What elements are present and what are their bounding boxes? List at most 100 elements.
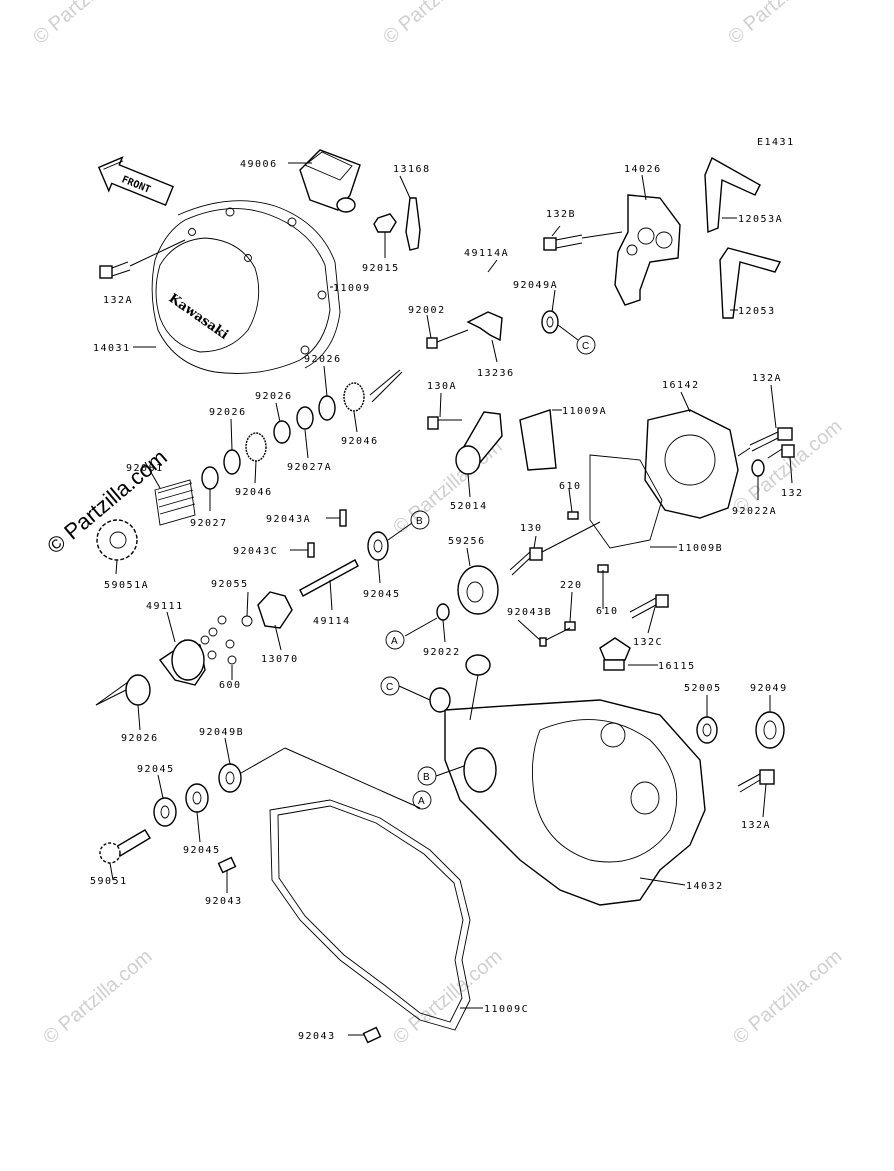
- label-132a: 132A: [103, 295, 133, 306]
- front-arrow: FRONT: [97, 156, 174, 207]
- label-14026: 14026: [624, 164, 662, 175]
- label-92049: 92049: [750, 683, 788, 694]
- label-11009b: 11009B: [678, 543, 723, 554]
- watermark: © Partzilla.com: [379, 0, 496, 49]
- callout-c: C: [582, 341, 589, 352]
- gasket-11009c: [269, 799, 471, 1044]
- clutch-parts: [96, 369, 403, 561]
- washer-92022: A: [385, 603, 450, 650]
- label-92022a: 92022A: [732, 506, 777, 517]
- label-16142: 16142: [662, 380, 700, 391]
- label-92027: 92027: [190, 518, 228, 529]
- label-11009c: 11009C: [484, 1004, 529, 1015]
- label-132b: 132B: [546, 209, 576, 220]
- label-52005: 52005: [684, 683, 722, 694]
- label-11009: 11009: [333, 283, 371, 294]
- label-92026: 92026: [255, 391, 293, 402]
- label-52014: 52014: [450, 501, 488, 512]
- label-92026: 92026: [304, 354, 342, 365]
- label-132a: 132A: [752, 373, 782, 384]
- label-92043b: 92043B: [507, 607, 552, 618]
- label-610: 610: [596, 606, 619, 617]
- cover-brand: Kawasaki: [166, 291, 231, 343]
- label-12053: 12053: [738, 306, 776, 317]
- label-220: 220: [560, 580, 583, 591]
- label-59051: 59051: [90, 876, 128, 887]
- label-11009a: 11009A: [562, 406, 607, 417]
- label-49006: 49006: [240, 159, 278, 170]
- bolt-132a-left: [99, 239, 186, 279]
- clutch-cover: Kawasaki: [151, 200, 341, 374]
- callout-a: A: [418, 796, 425, 807]
- label-92015: 92015: [362, 263, 400, 274]
- label-59051a: 59051A: [104, 580, 149, 591]
- callout-a: A: [391, 636, 398, 647]
- callout-b: B: [423, 772, 430, 783]
- label-92043a: 92043A: [266, 514, 311, 525]
- label-600: 600: [219, 680, 242, 691]
- lower-left-parts: [99, 747, 421, 874]
- breather-cap: [299, 149, 361, 213]
- label-92045: 92045: [363, 589, 401, 600]
- label-92049b: 92049B: [199, 727, 244, 738]
- label-92045: 92045: [137, 764, 175, 775]
- label-16115: 16115: [658, 661, 696, 672]
- label-130: 130: [520, 523, 543, 534]
- label-49114a: 49114A: [464, 248, 509, 259]
- label-132a: 132A: [741, 820, 771, 831]
- ref-code: E1431: [757, 137, 795, 148]
- watermark: © Partzilla.com: [29, 0, 146, 49]
- label-610: 610: [559, 481, 582, 492]
- label-59256: 59256: [448, 536, 486, 547]
- pump-cover: [427, 409, 739, 549]
- callout-c: C: [386, 682, 393, 693]
- label-92046: 92046: [341, 436, 379, 447]
- label-92045: 92045: [183, 845, 221, 856]
- seal-92049a: C: [541, 310, 596, 355]
- shaft-49114a: [426, 260, 521, 349]
- crankcase-callouts: C B A: [380, 676, 465, 810]
- plug-and-bolt: [599, 594, 669, 671]
- label-12053a: 12053A: [738, 214, 783, 225]
- label-49111: 49111: [146, 601, 184, 612]
- watermark: © Partzilla.com: [729, 945, 846, 1048]
- impeller-assy: [95, 591, 293, 706]
- label-14031: 14031: [93, 343, 131, 354]
- misc-bolts: [509, 511, 609, 647]
- label-92022: 92022: [423, 647, 461, 658]
- watermarks: © Partzilla.com © Partzilla.com © Partzi…: [29, 0, 846, 1049]
- label-49114: 49114: [313, 616, 351, 627]
- label-92081: 92081: [126, 463, 164, 474]
- label-13168: 13168: [393, 164, 431, 175]
- brackets-12053: [704, 157, 782, 319]
- callout-b: B: [416, 516, 423, 527]
- label-92046: 92046: [235, 487, 273, 498]
- label-92043: 92043: [298, 1031, 336, 1042]
- label-13236: 13236: [477, 368, 515, 379]
- crankcase-cover: [429, 654, 706, 906]
- part-59256: [457, 565, 499, 615]
- label-92027a: 92027A: [287, 462, 332, 473]
- label-92026: 92026: [209, 407, 247, 418]
- leader-lines: [109, 162, 793, 1036]
- label-92002: 92002: [408, 305, 446, 316]
- label-130a: 130A: [427, 381, 457, 392]
- seals-right: [696, 711, 785, 793]
- label-14032: 14032: [686, 881, 724, 892]
- label-92043: 92043: [205, 896, 243, 907]
- pins-and-shaft: [299, 509, 359, 597]
- watermark: © Partzilla.com: [389, 945, 506, 1048]
- label-92043c: 92043C: [233, 546, 278, 557]
- lever-13168: [373, 197, 421, 251]
- watermark: © Partzilla.com: [39, 945, 156, 1048]
- label-132c: 132C: [633, 637, 663, 648]
- part-labels: 49006 13168 14026 12053A 132B 92015 1100…: [90, 159, 804, 1042]
- right-bolts: [737, 427, 795, 477]
- bracket-14026: [543, 194, 681, 306]
- label-132: 132: [781, 488, 804, 499]
- watermark: © Partzilla.com: [724, 0, 841, 49]
- label-92026: 92026: [121, 733, 159, 744]
- label-92055: 92055: [211, 579, 249, 590]
- label-92049a: 92049A: [513, 280, 558, 291]
